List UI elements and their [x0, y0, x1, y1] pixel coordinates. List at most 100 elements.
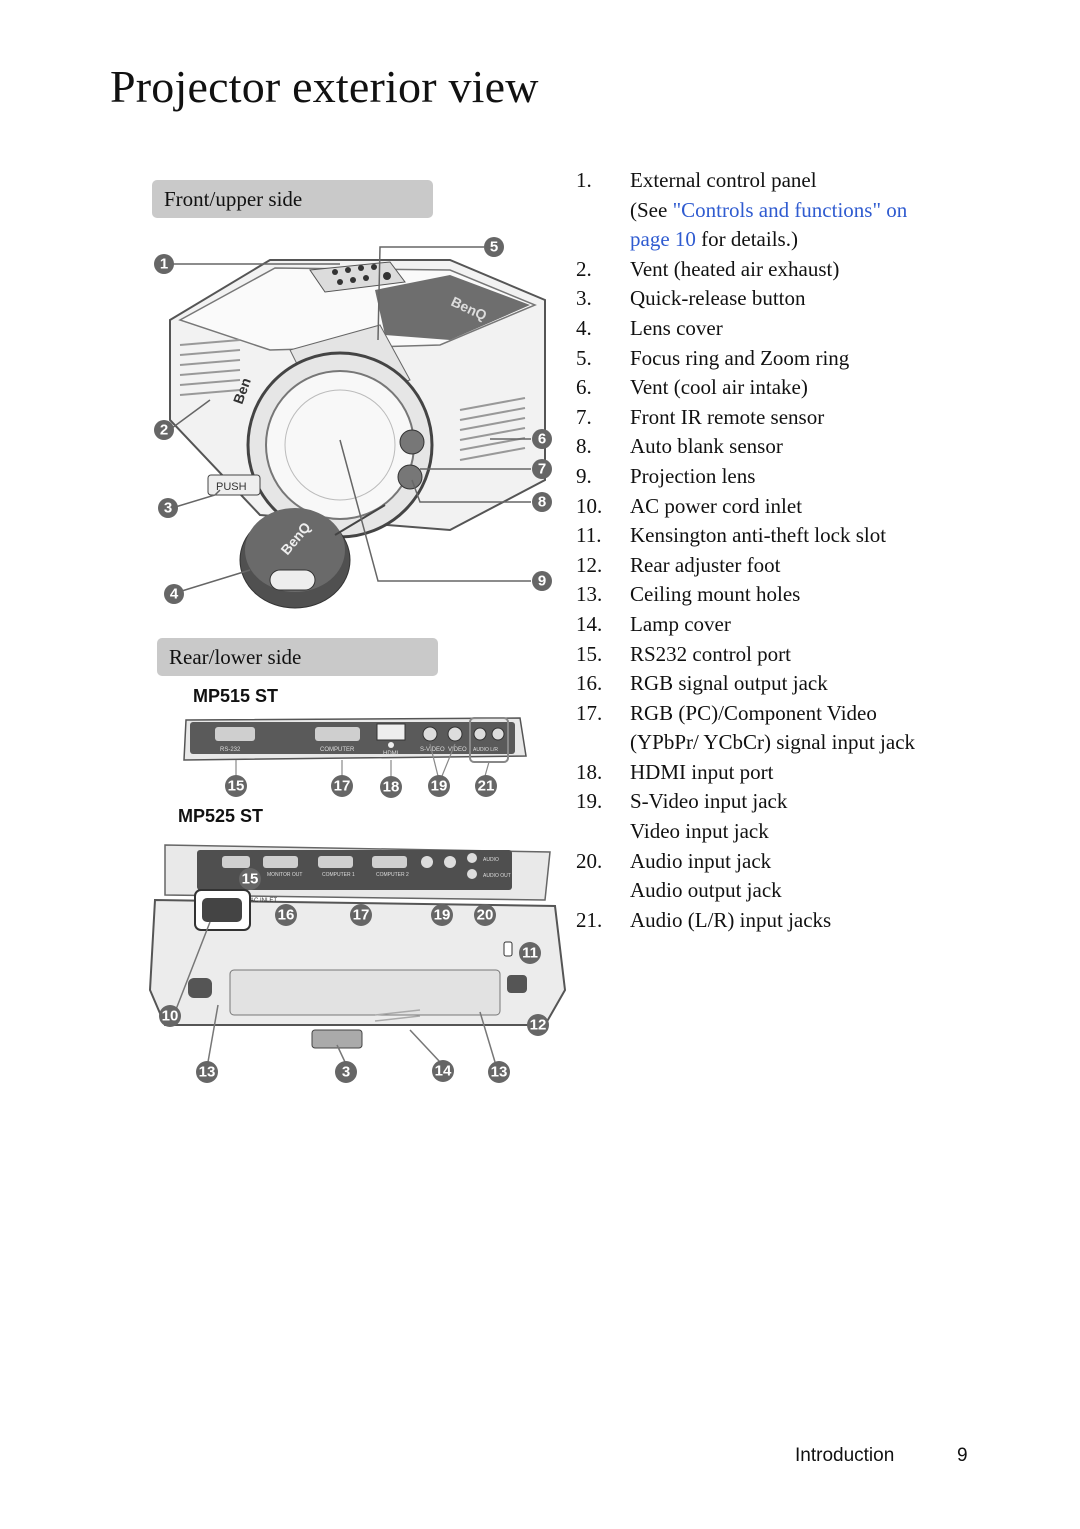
quick-release-button — [207, 474, 261, 496]
callout-9: 9 — [532, 571, 552, 591]
callout-7-label: 7 — [538, 461, 546, 478]
callout-a-21: 21 — [475, 775, 497, 797]
callout-a-17: 17 — [331, 775, 353, 797]
list-item: 10. AC power cord inlet — [576, 492, 976, 522]
callout-a-21-label: 21 — [478, 778, 495, 795]
callout-6-label: 6 — [538, 431, 546, 448]
computer-label: COMPUTER — [320, 747, 355, 753]
list-item-number: 3. — [576, 286, 592, 311]
rs232-port-b — [222, 856, 250, 868]
list-item-text: Vent (heated air exhaust) — [630, 256, 840, 281]
list-item-note: (See "Controls and functions" on — [630, 196, 976, 226]
page-10-link[interactable]: page 10 — [630, 227, 696, 252]
callout-a-19: 19 — [428, 775, 450, 797]
page-title: Projector exterior view — [110, 61, 539, 112]
list-item-text-cont: (YPbPr/ YCbCr) signal input jack — [630, 730, 916, 755]
audio-l-port — [473, 727, 487, 741]
hdmi-label: HDMI — [383, 751, 399, 757]
list-item-number: 8. — [576, 434, 592, 459]
list-item-text: AC power cord inlet — [630, 493, 803, 518]
callout-b-12: 12 — [527, 1014, 549, 1036]
list-item: 16. RGB signal output jack — [576, 669, 976, 699]
footer-section: Introduction — [795, 1445, 895, 1466]
list-item-text: RGB signal output jack — [630, 671, 828, 696]
list-item: 17. RGB (PC)/Component Video(YPbPr/ YCbC… — [576, 699, 976, 758]
video-port — [447, 726, 463, 742]
callout-9-label: 9 — [538, 573, 546, 590]
list-item-number: 5. — [576, 345, 592, 370]
list-item-number: 9. — [576, 463, 592, 488]
list-item: 14.Lamp cover — [576, 610, 976, 640]
callout-8-label: 8 — [538, 494, 546, 511]
list-item-number: 21. — [576, 907, 603, 932]
callout-b-10-label: 10 — [162, 1008, 179, 1025]
list-item: 11. Kensington anti-theft lock slot — [576, 521, 976, 551]
computer2-port — [372, 856, 407, 868]
list-item: 5.Focus ring and Zoom ring — [576, 344, 976, 374]
callout-8: 8 — [532, 492, 552, 512]
callout-b-14: 14 — [432, 1060, 454, 1082]
list-item-number: 18. — [576, 759, 603, 784]
callout-b-20-label: 20 — [477, 907, 494, 924]
list-item-number: 15. — [576, 641, 603, 666]
kensington-slot — [503, 941, 513, 957]
callout-b-14-label: 14 — [435, 1063, 452, 1080]
list-item: 2.Vent (heated air exhaust) — [576, 255, 976, 285]
list-item-number: 10. — [576, 493, 603, 518]
list-item-text: Lens cover — [630, 315, 723, 340]
video-label: VIDEO — [448, 747, 467, 753]
list-item: 4.Lens cover — [576, 314, 976, 344]
callout-7: 7 — [532, 459, 552, 479]
callout-b-11: 11 — [519, 942, 541, 964]
list-item: 7. Front IR remote sensor — [576, 403, 976, 433]
callout-b-13-right-label: 13 — [491, 1064, 508, 1081]
callout-b-17: 17 — [350, 904, 372, 926]
list-item: 9.Projection lens — [576, 462, 976, 492]
list-item-text-cont: Audio output jack — [630, 878, 782, 903]
callout-5: 5 — [484, 237, 504, 257]
callout-b-20: 20 — [474, 904, 496, 926]
callout-b-17-label: 17 — [353, 907, 370, 924]
callout-b-13-left-label: 13 — [199, 1064, 216, 1081]
list-item: 8. Auto blank sensor — [576, 432, 976, 462]
callout-b-10: 10 — [159, 1005, 181, 1027]
rs232-label: RS-232 — [220, 747, 241, 753]
callout-2-label: 2 — [160, 422, 168, 439]
list-item-text: Kensington anti-theft lock slot — [630, 523, 887, 548]
callout-b-11-label: 11 — [522, 945, 538, 962]
rear-a-callouts: 15 17 18 19 21 — [225, 775, 497, 798]
callout-b-13-right: 13 — [488, 1061, 510, 1083]
list-item-text: Front IR remote sensor — [630, 404, 825, 429]
audio-lr-label: AUDIO L/R — [473, 747, 498, 753]
computer-port — [315, 727, 360, 741]
list-item-text: RS232 control port — [630, 641, 791, 666]
list-item-text: Auto blank sensor — [630, 434, 783, 459]
front-section-label: Front/upper side — [164, 187, 303, 211]
front-section-heading: Front/upper side — [152, 180, 433, 218]
list-item: 1. External control panel (See "Controls… — [576, 166, 976, 255]
controls-functions-link[interactable]: "Controls and functions" on — [672, 197, 908, 222]
rear-adjuster-foot — [507, 975, 527, 993]
rear-panel-mp515: RS-232 COMPUTER HDMI S-VIDEO VIDEO AUDIO… — [183, 717, 527, 777]
callout-2: 2 — [154, 420, 174, 440]
list-item-text: External control panel — [630, 168, 817, 192]
list-item-number: 16. — [576, 671, 603, 696]
callout-b-13-left: 13 — [196, 1061, 218, 1083]
callout-4: 4 — [164, 584, 184, 604]
list-item-number: 7. — [576, 404, 592, 429]
rs232-port — [215, 727, 255, 741]
callout-b-15-label: 15 — [242, 871, 259, 888]
front-leader-lines — [171, 246, 531, 595]
svideo-port — [422, 726, 438, 742]
list-item-text: Audio (L/R) input jacks — [630, 907, 832, 932]
list-item-number: 1. — [576, 168, 592, 192]
list-item: 21. Audio (L/R) input jacks — [576, 906, 976, 936]
computer2-label: COMPUTER 2 — [376, 872, 409, 878]
list-item-number: 11. — [576, 523, 602, 548]
video-port-b — [444, 856, 456, 868]
callout-b-19: 19 — [431, 904, 453, 926]
callout-a-19-label: 19 — [431, 778, 448, 795]
rear-section-heading: Rear/lower side — [157, 638, 438, 676]
hdmi-port — [376, 723, 406, 741]
list-item-number: 14. — [576, 611, 603, 636]
